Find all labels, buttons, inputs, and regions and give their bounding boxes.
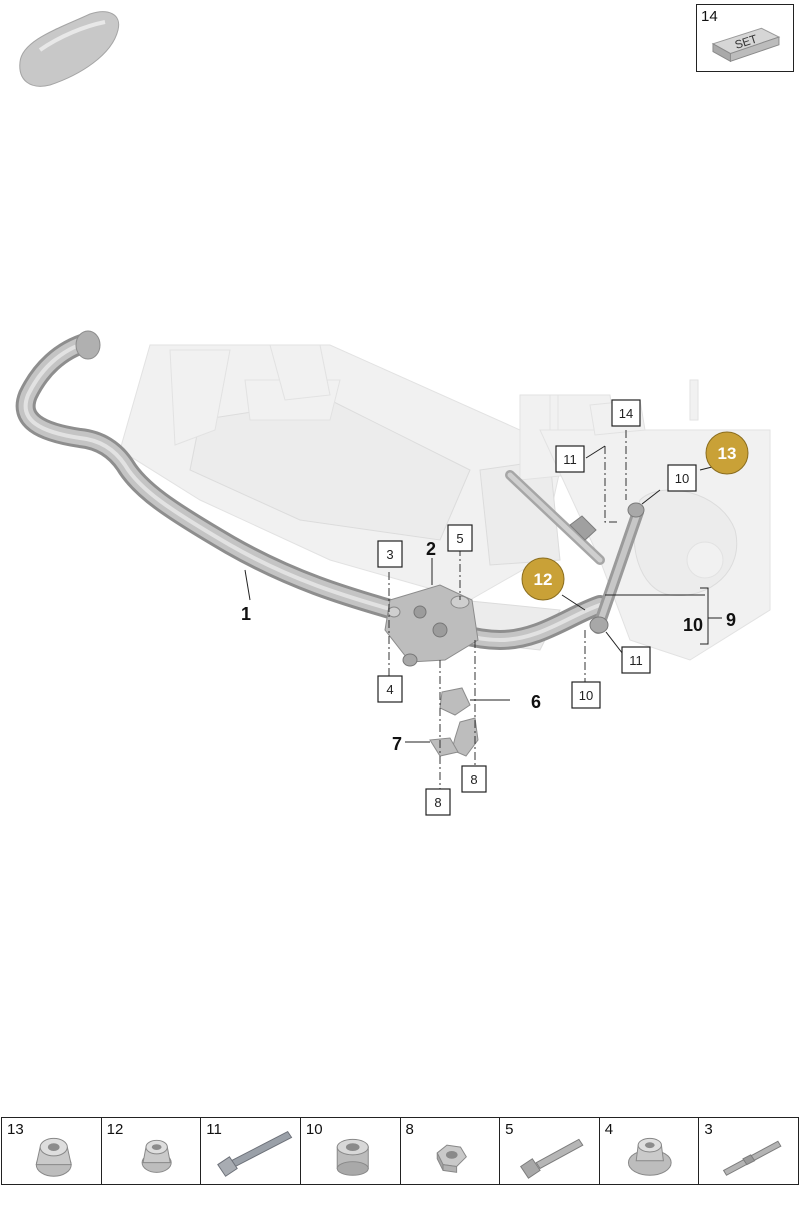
coupling-rod — [505, 470, 645, 634]
svg-text:8: 8 — [470, 772, 477, 787]
washer-nut-icon — [627, 1137, 672, 1176]
part-number: 10 — [305, 1121, 323, 1138]
svg-text:14: 14 — [619, 406, 633, 421]
hex-nut-icon — [436, 1144, 467, 1173]
callout-9: 9 — [726, 610, 736, 630]
part-cell-12[interactable]: 12 — [102, 1118, 202, 1184]
part-number: 13 — [7, 1121, 24, 1138]
callout-10a: 10 — [571, 681, 601, 709]
bushing-parts — [429, 687, 479, 757]
part-number: 8 — [405, 1121, 414, 1138]
callout-10c: 10 — [683, 615, 703, 635]
part-number: 4 — [604, 1121, 614, 1138]
callout-14: 14 — [611, 399, 641, 427]
part-cell-10[interactable]: 10 — [301, 1118, 401, 1184]
callout-5: 5 — [447, 524, 473, 552]
part-cell-4[interactable]: 4 — [600, 1118, 700, 1184]
bushing-icon — [336, 1138, 369, 1176]
set-kit-box: 14 SET — [696, 4, 794, 72]
leader-lines — [244, 445, 722, 743]
svg-text:12: 12 — [534, 570, 553, 589]
stabilizer-bar — [15, 330, 610, 651]
callout-12: 12 — [521, 557, 565, 601]
part-cell-5[interactable]: 5 — [500, 1118, 600, 1184]
part-cell-8[interactable]: 8 — [401, 1118, 501, 1184]
vehicle-thumbnail-icon — [19, 11, 120, 87]
flange-nut-small-icon — [141, 1139, 172, 1173]
svg-text:10: 10 — [675, 471, 689, 486]
callout-13: 13 — [705, 431, 749, 475]
assembly-lines — [388, 430, 627, 790]
stud-bolt-icon — [723, 1140, 782, 1176]
part-cell-3[interactable]: 3 — [699, 1118, 798, 1184]
svg-text:8: 8 — [434, 795, 441, 810]
callout-2: 2 — [426, 539, 436, 559]
callout-3: 3 — [377, 540, 403, 568]
callout-8a: 8 — [425, 788, 451, 816]
part-number: 3 — [704, 1121, 713, 1138]
svg-text:5: 5 — [456, 531, 463, 546]
callout-11a: 11 — [555, 445, 585, 473]
callout-8b: 8 — [461, 765, 487, 793]
callout-1: 1 — [241, 604, 251, 624]
flange-nut-icon — [35, 1137, 72, 1177]
part-number: 12 — [106, 1121, 124, 1138]
long-bolt-icon — [217, 1130, 293, 1177]
svg-text:11: 11 — [629, 653, 643, 668]
set-kit-number: 14 — [701, 8, 718, 25]
svg-text:4: 4 — [386, 682, 393, 697]
hex-bolt-icon — [520, 1138, 584, 1179]
svg-text:13: 13 — [718, 444, 737, 463]
callout-4: 4 — [377, 675, 403, 703]
callout-7: 7 — [392, 734, 402, 754]
svg-text:3: 3 — [386, 547, 393, 562]
svg-text:10: 10 — [579, 688, 593, 703]
callout-10b: 10 — [667, 464, 697, 492]
part-number: 5 — [505, 1121, 514, 1138]
part-cell-11[interactable]: 11 — [201, 1118, 301, 1184]
part-cell-13[interactable]: 13 — [2, 1118, 102, 1184]
callout-11b: 11 — [621, 646, 651, 674]
set-kit-icon: SET — [711, 27, 781, 63]
part-number: 11 — [206, 1121, 222, 1138]
stabilizer-mount-bracket — [384, 584, 479, 667]
svg-text:11: 11 — [563, 452, 577, 467]
parts-strip: 13 12 11 10 8 — [1, 1117, 799, 1185]
callout-6: 6 — [531, 692, 541, 712]
